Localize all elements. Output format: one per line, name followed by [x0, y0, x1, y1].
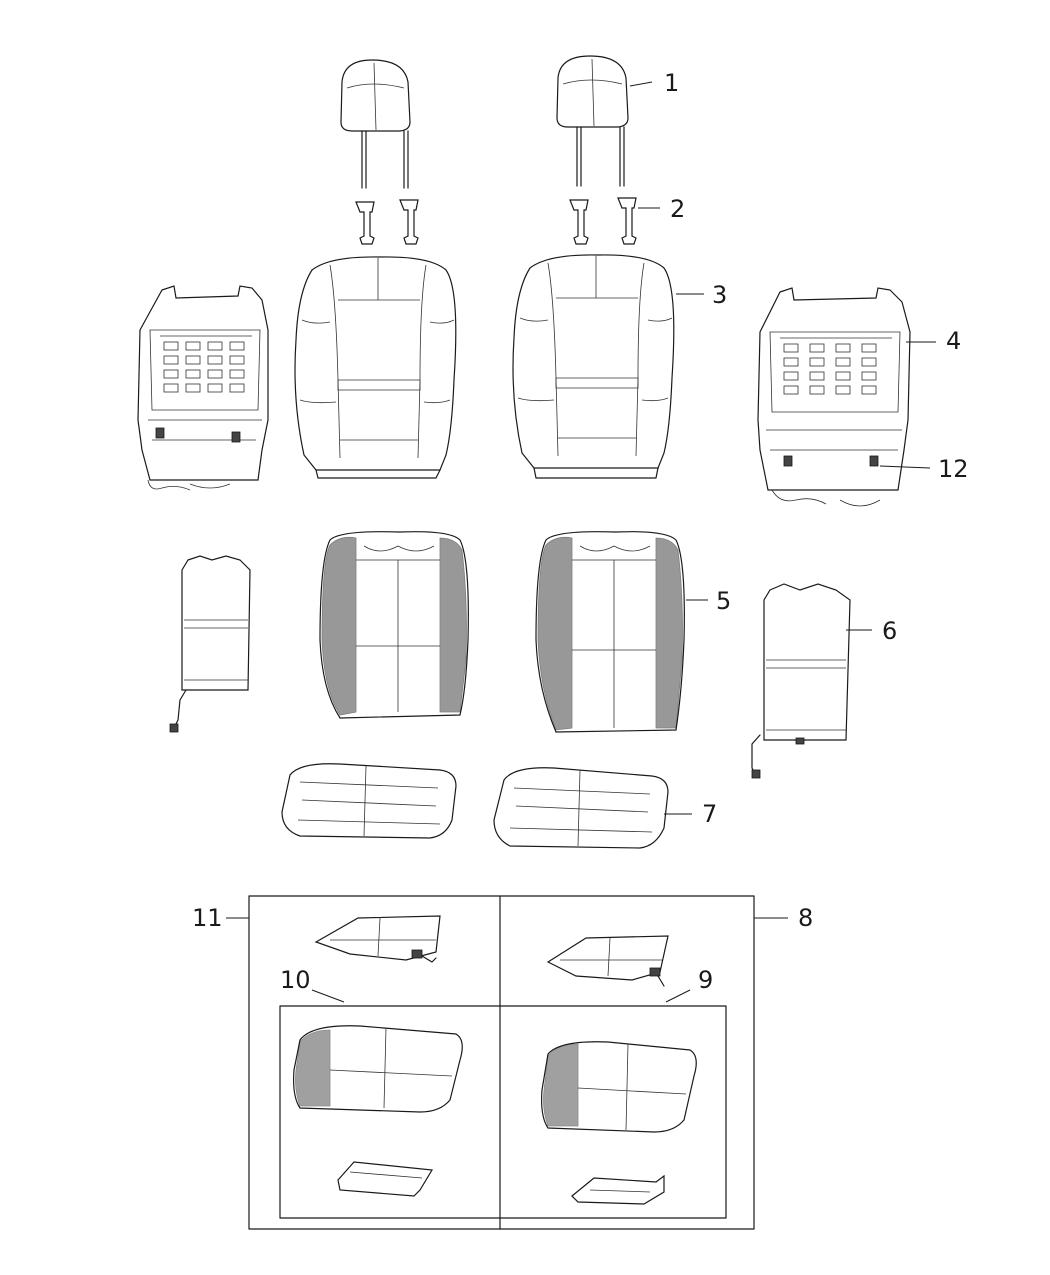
callout-3: 3	[712, 281, 727, 309]
callout-10: 10	[280, 966, 311, 994]
headrest-guides-right	[569, 197, 637, 245]
seatback-frame-right	[757, 287, 911, 507]
callout-2: 2	[670, 195, 685, 223]
headrest-guides-left	[355, 199, 419, 245]
cushion-pan-right	[571, 1174, 665, 1205]
seatback-heater-right	[751, 583, 851, 779]
cushion-cover-left	[281, 763, 457, 839]
headrest-right	[556, 55, 629, 187]
callout-8: 8	[798, 904, 813, 932]
cushion-foam-left	[293, 1025, 463, 1113]
seatback-foam-right	[535, 531, 685, 733]
seatback-frame-left	[137, 285, 269, 491]
seatback-cover-left	[294, 256, 457, 479]
cushion-pan-left	[337, 1161, 434, 1197]
callout-12: 12	[938, 455, 969, 483]
callout-leaders	[226, 81, 936, 1003]
headrest-left	[340, 59, 411, 189]
cushion-foam-right	[541, 1041, 697, 1133]
cushion-kit-box	[248, 895, 755, 1230]
seatback-foam-left	[319, 531, 469, 719]
callout-7: 7	[702, 800, 717, 828]
seatback-cover-right	[512, 254, 675, 479]
callout-11: 11	[192, 904, 223, 932]
callout-9: 9	[698, 966, 713, 994]
seatback-heater-left	[169, 555, 251, 733]
cushion-heater-left	[314, 915, 441, 963]
callout-5: 5	[716, 587, 731, 615]
callout-1: 1	[664, 69, 679, 97]
callout-6: 6	[882, 617, 897, 645]
cushion-cover-right	[493, 767, 669, 849]
cushion-heater-right	[546, 935, 669, 987]
callout-4: 4	[946, 327, 961, 355]
